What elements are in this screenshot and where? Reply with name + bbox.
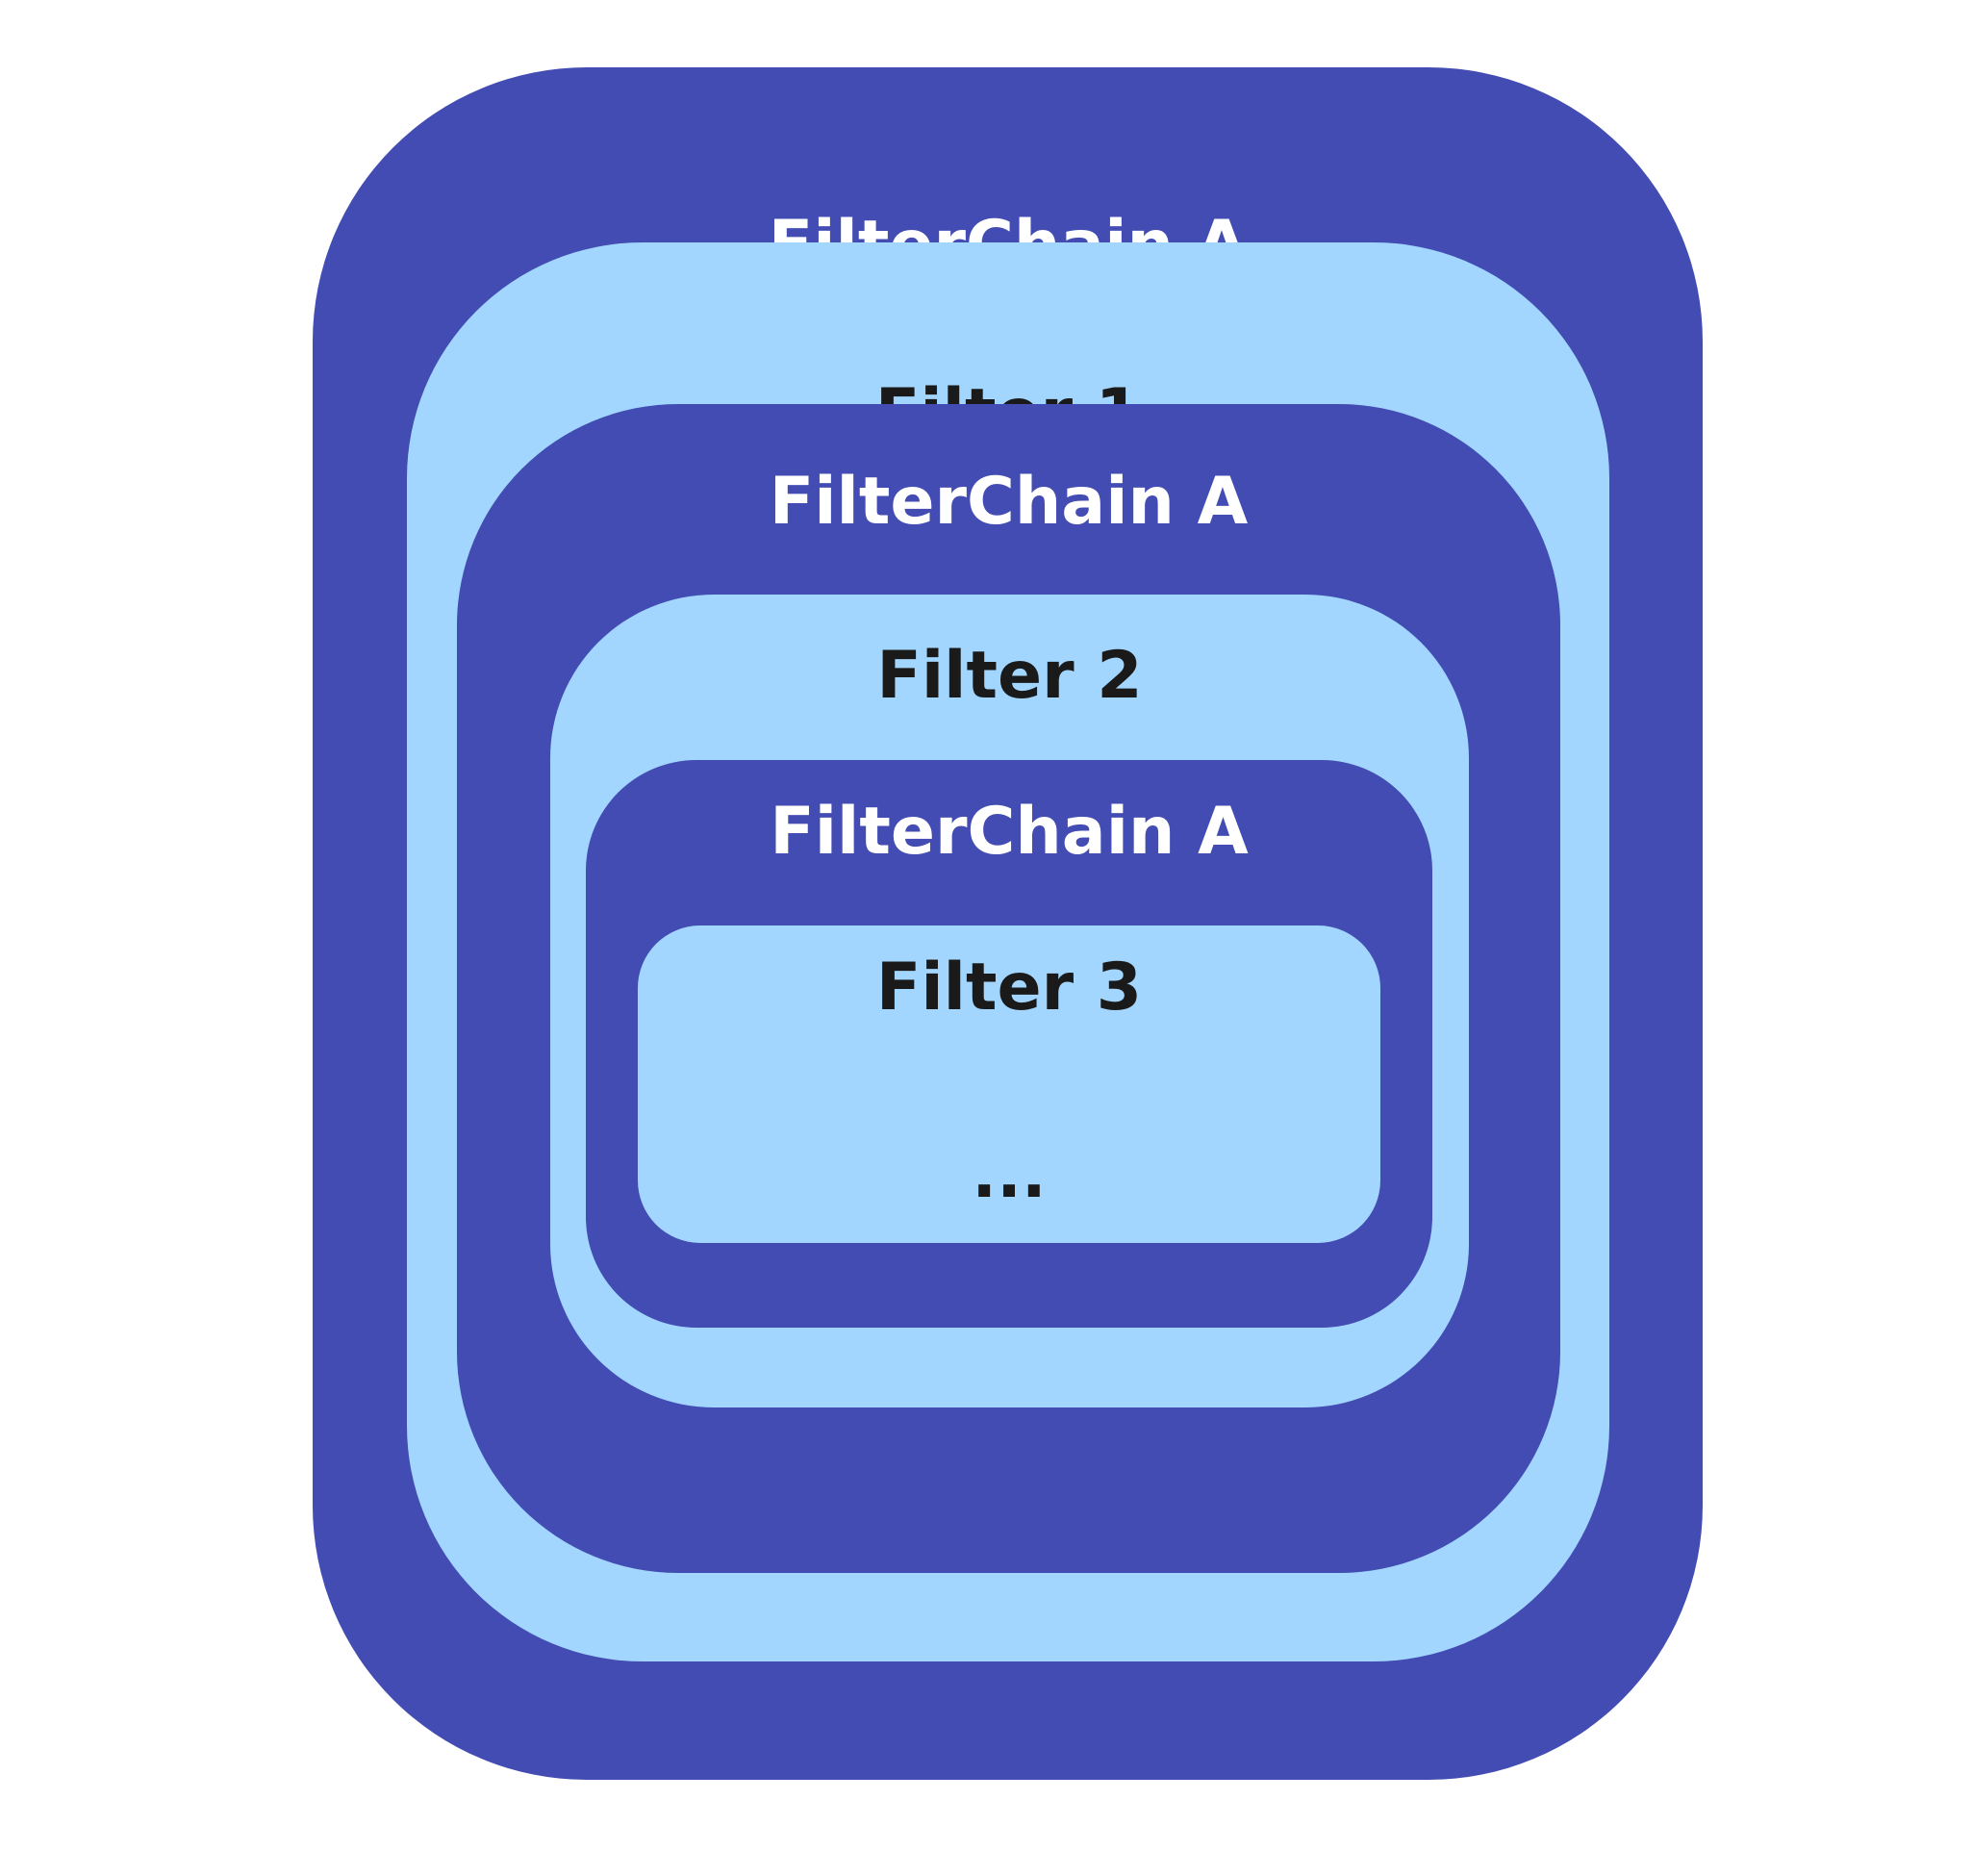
- filter-chain-middle-label: FilterChain A: [769, 464, 1249, 540]
- filter-chain-inner-label: FilterChain A: [770, 794, 1249, 870]
- continuation-ellipsis: ...: [972, 1137, 1047, 1213]
- filter-chain-inner: FilterChain A Filter 3 ...: [586, 760, 1432, 1328]
- filter-chain-middle: FilterChain A Filter 2 FilterChain A Fil…: [457, 404, 1560, 1573]
- filter-3-box: Filter 3 ...: [638, 925, 1380, 1243]
- filter-1-box: Filter 1 FilterChain A Filter 2 FilterCh…: [407, 242, 1609, 1661]
- filter-3-label: Filter 3: [875, 950, 1143, 1026]
- filter-chain-outer: FilterChain A Filter 1 FilterChain A Fil…: [313, 67, 1703, 1780]
- filter-2-box: Filter 2 FilterChain A Filter 3 ...: [550, 595, 1469, 1407]
- filter-2-label: Filter 2: [876, 638, 1143, 714]
